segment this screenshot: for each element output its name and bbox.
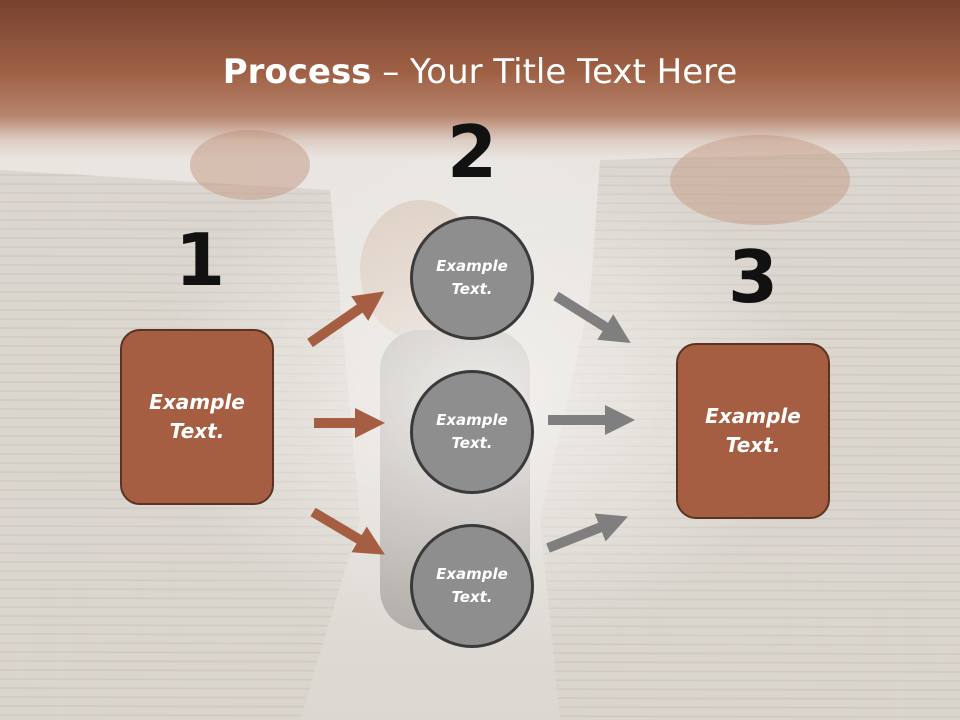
title-bold: Process — [222, 52, 372, 92]
process-circle-top-label: Example Text. — [436, 257, 508, 298]
step-number-1: 1 — [174, 218, 226, 302]
arrow-bottom-to-right — [546, 513, 628, 553]
process-box-right[interactable]: Example Text. — [676, 343, 830, 519]
process-circle-top[interactable]: Example Text. — [410, 216, 534, 340]
process-box-left-label: Example Text. — [149, 390, 245, 443]
process-circle-bottom-label: Example Text. — [436, 565, 508, 606]
arrow-left-to-bottom — [310, 507, 385, 555]
process-circle-bottom[interactable]: Example Text. — [410, 524, 534, 648]
step-number-2: 2 — [446, 110, 498, 194]
arrow-top-to-right — [553, 291, 631, 343]
process-box-left[interactable]: Example Text. — [120, 329, 274, 505]
slide-title: Process – Your Title Text Here — [0, 52, 960, 92]
title-rest: – Your Title Text Here — [371, 52, 738, 92]
process-circle-middle[interactable]: Example Text. — [410, 370, 534, 494]
header-band — [0, 0, 960, 160]
process-box-right-label: Example Text. — [705, 404, 801, 457]
step-number-3: 3 — [727, 235, 779, 319]
process-circle-middle-label: Example Text. — [436, 411, 508, 452]
arrow-left-to-top — [307, 291, 385, 348]
